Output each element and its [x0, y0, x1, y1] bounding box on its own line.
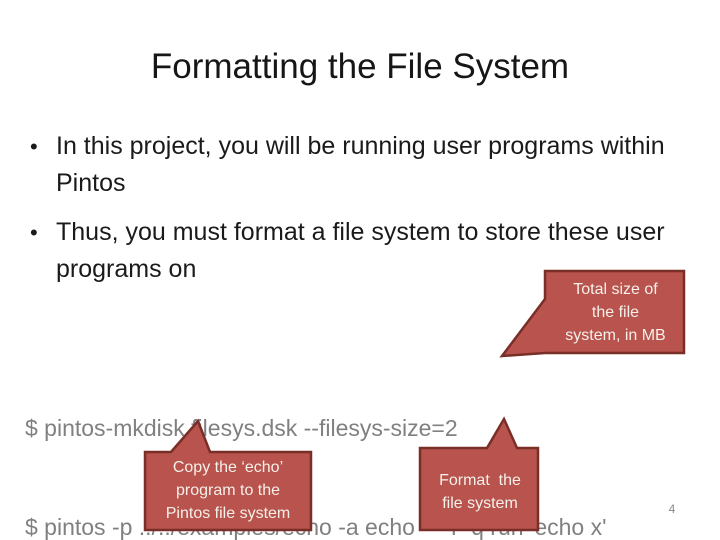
callout-text-total-size: Total size of the file system, in MB [547, 273, 684, 351]
bullet-text: Thus, you must format a file system to s… [56, 218, 665, 283]
bullet-marker-icon: • [30, 134, 38, 159]
callout-bubble-total-size [499, 269, 686, 358]
code-line-run-echo: $ pintos -p ../../examples/echo -a echo … [25, 514, 607, 540]
bullet-item: • In this project, you will be running u… [30, 128, 698, 202]
callout-text-format-fs: Format the file system [422, 452, 538, 526]
bullet-marker-icon: • [30, 220, 38, 245]
callout-line: file system [442, 495, 518, 512]
callout-line: Total size of [573, 280, 658, 298]
callout-line: Pintos file system [165, 505, 291, 522]
callout-text-copy-echo: Copy the ‘echo’ program to the Pintos fi… [147, 453, 309, 528]
callout-line: program to the [175, 482, 281, 499]
callout-shape [499, 269, 686, 358]
bullet-list: • In this project, you will be running u… [30, 128, 698, 288]
page-number: 4 [668, 502, 676, 516]
page-title: Formatting the File System [150, 47, 570, 86]
callout-line: the file [591, 303, 640, 321]
code-line-mkdisk: $ pintos-mkdisk filesys.dsk --filesys-si… [25, 415, 458, 441]
callout-bubble-format-fs [418, 416, 540, 532]
callout-bubble-copy-echo [143, 418, 313, 532]
callout-shape [418, 416, 540, 532]
callout-shape [143, 418, 313, 532]
callout-line: Copy the ‘echo’ [172, 459, 284, 476]
callout-line: Format the [439, 472, 521, 489]
bullet-item: • Thus, you must format a file system to… [30, 214, 698, 288]
bullet-text: In this project, you will be running use… [56, 132, 665, 197]
callout-line: system, in MB [565, 326, 666, 344]
code-block: $ pintos-mkdisk filesys.dsk --filesys-si… [25, 346, 715, 540]
